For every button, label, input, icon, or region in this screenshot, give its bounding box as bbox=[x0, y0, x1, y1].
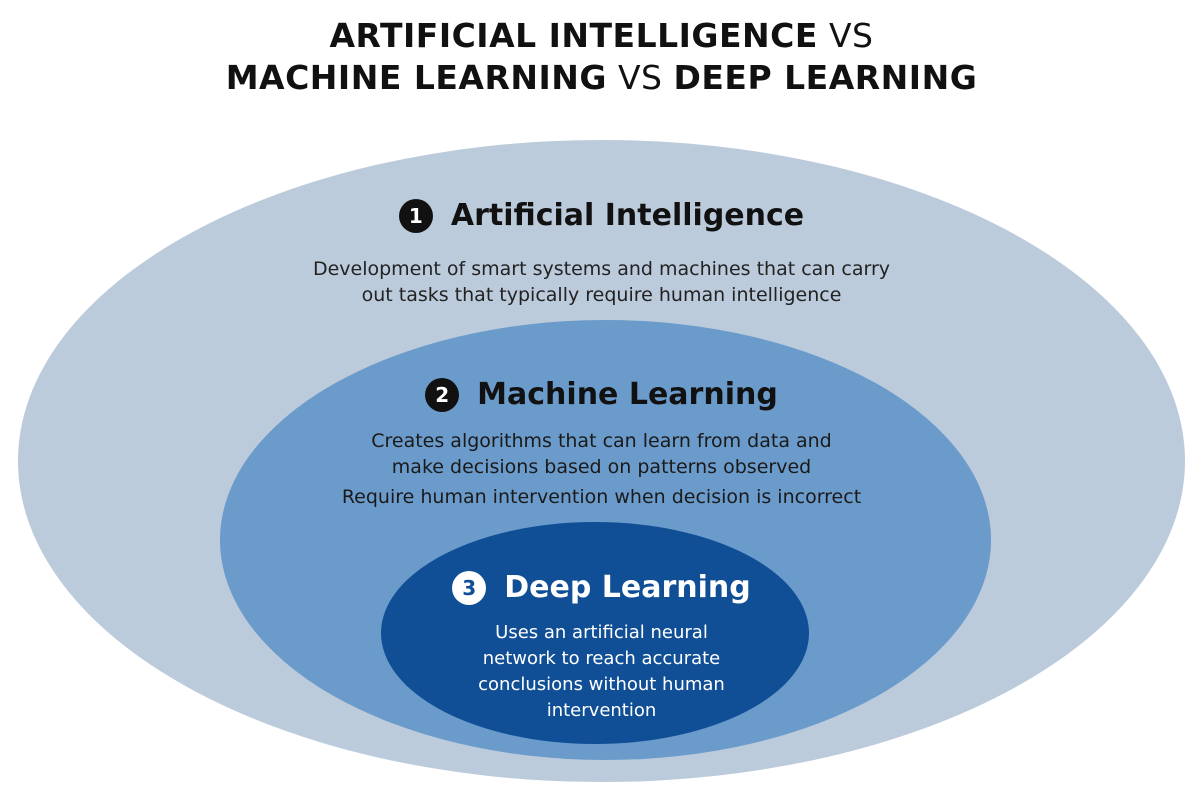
dl-heading: 3 Deep Learning bbox=[0, 568, 1203, 608]
dl-description-line: conclusions without human bbox=[478, 674, 725, 695]
ml-heading: 2 Machine Learning bbox=[0, 375, 1203, 415]
ml-description-line: make decisions based on patterns observe… bbox=[391, 456, 812, 478]
ml-heading-text: Machine Learning bbox=[477, 377, 778, 412]
ai-description: Development of smart systems and machine… bbox=[0, 256, 1203, 308]
title-dl: DEEP LEARNING bbox=[673, 58, 978, 97]
title-line-1: ARTIFICIAL INTELLIGENCE VS bbox=[0, 14, 1203, 58]
title-ml: MACHINE LEARNING bbox=[225, 58, 607, 97]
dl-number-badge: 3 bbox=[452, 571, 487, 605]
ml-note-line: Require human intervention when decision… bbox=[341, 486, 862, 508]
ml-note: Require human intervention when decision… bbox=[0, 484, 1203, 510]
ai-description-line: Development of smart systems and machine… bbox=[312, 258, 891, 280]
ml-description: Creates algorithms that can learn from d… bbox=[0, 428, 1203, 480]
ai-heading: 1 Artificial Intelligence bbox=[0, 196, 1203, 236]
dl-heading-text: Deep Learning bbox=[504, 570, 751, 605]
dl-description-line: intervention bbox=[546, 700, 657, 721]
title-vs-1: VS bbox=[828, 16, 874, 55]
ai-description-line: out tasks that typically require human i… bbox=[361, 284, 842, 306]
title-ai: ARTIFICIAL INTELLIGENCE bbox=[329, 16, 818, 55]
dl-ellipse bbox=[381, 522, 809, 744]
ai-heading-text: Artificial Intelligence bbox=[450, 198, 805, 233]
ai-number-badge: 1 bbox=[398, 199, 433, 233]
title-line-2: MACHINE LEARNING VS DEEP LEARNING bbox=[0, 56, 1203, 100]
dl-description-line: Uses an artificial neural bbox=[495, 622, 708, 643]
ml-number-badge: 2 bbox=[425, 378, 460, 412]
dl-description-line: network to reach accurate bbox=[482, 648, 721, 669]
ml-description-line: Creates algorithms that can learn from d… bbox=[371, 430, 832, 452]
dl-description: Uses an artificial neural network to rea… bbox=[0, 620, 1203, 724]
title-vs-2: VS bbox=[617, 58, 663, 97]
